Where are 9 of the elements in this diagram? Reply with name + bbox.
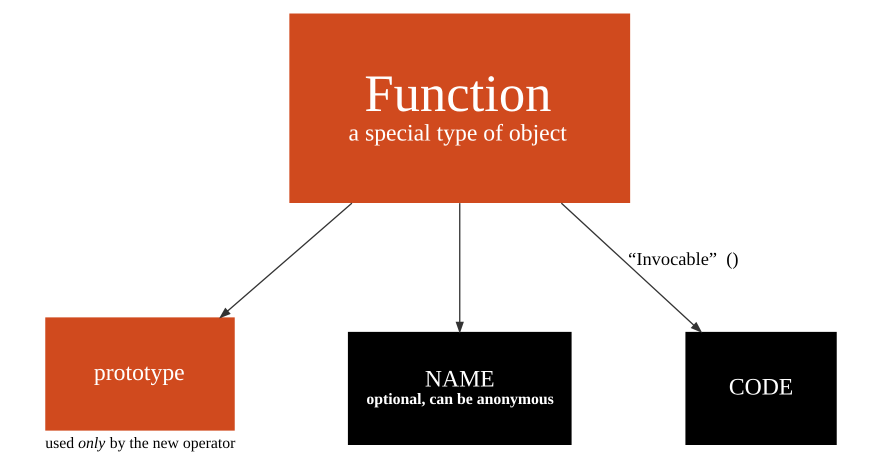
node-box: prototype: [45, 317, 235, 431]
edge-label: “Invocable” (): [628, 249, 739, 270]
node-box: CODE: [685, 332, 837, 446]
node-box: Function a special type of object: [289, 13, 630, 203]
arrow: [219, 202, 352, 319]
node-label: used only by the new operator: [45, 434, 236, 452]
arrow: [560, 202, 702, 333]
node-box: NAME optional, can be anonymous: [348, 332, 572, 446]
arrow: [456, 203, 464, 334]
